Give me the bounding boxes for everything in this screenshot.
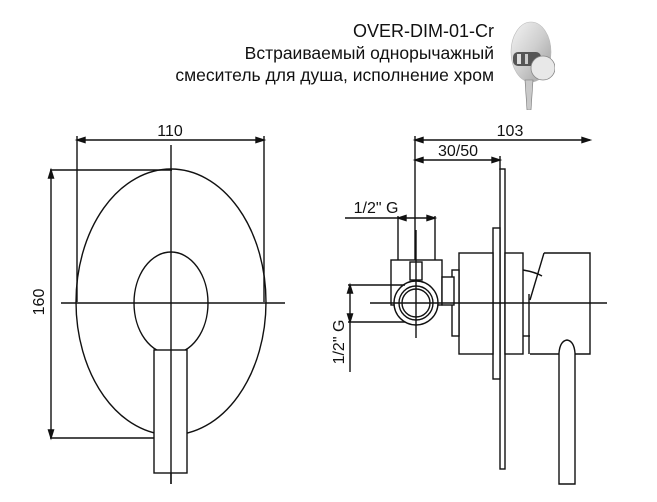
description-line-1: Встраиваемый однорычажный bbox=[244, 43, 494, 63]
height-dimension-label: 160 bbox=[31, 289, 48, 316]
title-block: OVER-DIM-01-Cr Встраиваемый однорычажный… bbox=[175, 21, 494, 86]
description-line-2: смеситель для душа, исполнение хром bbox=[175, 65, 494, 85]
model-code: OVER-DIM-01-Cr bbox=[352, 21, 494, 41]
side-view bbox=[345, 136, 607, 485]
front-view bbox=[47, 136, 285, 484]
top-thread-label: 1/2" G bbox=[354, 200, 399, 217]
side-thread-label: 1/2" G bbox=[331, 320, 348, 365]
depth-dimension-label: 103 bbox=[497, 123, 524, 140]
install-depth-label: 30/50 bbox=[438, 143, 478, 160]
width-dimension-label: 110 bbox=[157, 123, 183, 140]
